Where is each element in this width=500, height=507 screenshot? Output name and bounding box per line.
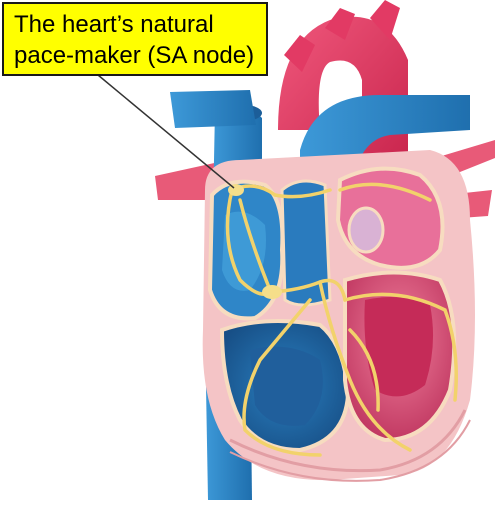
av-node [262,285,282,299]
callout-line-2: pace-maker (SA node) [14,40,258,71]
pulmonary-artery-left [170,90,256,128]
callout-line-1: The heart’s natural [14,9,258,40]
sa-node-callout: The heart’s natural pace-maker (SA node) [2,2,268,76]
